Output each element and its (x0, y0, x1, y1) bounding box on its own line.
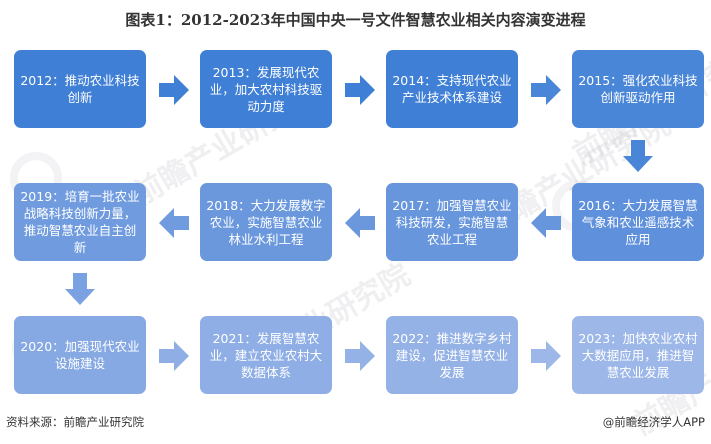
step-text: 2023：加快农业农村大数据应用，推进智慧农业发展 (578, 330, 698, 380)
credit-note: @前瞻经济学人APP (602, 415, 705, 429)
step-text: 2020：加强现代农业设施建设 (20, 339, 140, 371)
arrow-right-icon (159, 75, 189, 105)
step-text: 2021：发展智慧农业，建立农业农村大数据体系 (209, 330, 323, 380)
step-text: 2022：推进数字乡村建设，促进智慧农业发展 (392, 330, 512, 380)
arrow-left-icon (531, 208, 561, 238)
step-box-2021: 2021：发展智慧农业，建立农业农村大数据体系 (200, 316, 332, 394)
arrow-left-icon (159, 208, 189, 238)
arrow-right-icon (531, 75, 561, 105)
step-box-2013: 2013：发展现代农业，加大农村科技驱动力度 (200, 50, 332, 128)
arrow-right-icon (531, 341, 561, 371)
arrow-down-icon (65, 273, 95, 305)
step-text: 2015：强化农业科技创新驱动作用 (578, 73, 698, 105)
arrow-right-icon (345, 75, 375, 105)
step-text: 2019：培育一批农业战略科技创新力量，推动智慧农业自主创新 (20, 189, 140, 255)
step-text: 2018：大力发展数字农业，实施智慧农业林业水利工程 (206, 197, 326, 247)
step-box-2019: 2019：培育一批农业战略科技创新力量，推动智慧农业自主创新 (14, 183, 146, 261)
step-text: 2014：支持现代农业产业技术体系建设 (392, 73, 512, 105)
chart-title: 图表1：2012-2023年中国中央一号文件智慧农业相关内容演变进程 (125, 11, 586, 29)
step-text: 2017：加强智慧农业科技研发，实施智慧农业工程 (392, 197, 512, 247)
step-box-2015: 2015：强化农业科技创新驱动作用 (572, 50, 704, 128)
step-box-2020: 2020：加强现代农业设施建设 (14, 316, 146, 394)
arrow-right-icon (159, 341, 189, 371)
step-box-2012: 2012：推动农业科技创新 (14, 50, 146, 128)
step-text: 2012：推动农业科技创新 (20, 73, 140, 105)
step-box-2017: 2017：加强智慧农业科技研发，实施智慧农业工程 (386, 183, 518, 261)
step-box-2014: 2014：支持现代农业产业技术体系建设 (386, 50, 518, 128)
arrow-left-icon (345, 208, 375, 238)
step-box-2016: 2016：大力发展智慧气象和农业遥感技术应用 (572, 183, 704, 261)
arrow-down-icon (623, 140, 653, 172)
step-box-2022: 2022：推进数字乡村建设，促进智慧农业发展 (386, 316, 518, 394)
source-note: 资料来源：前瞻产业研究院 (6, 415, 144, 429)
step-box-2023: 2023：加快农业农村大数据应用，推进智慧农业发展 (572, 316, 704, 394)
step-text: 2013：发展现代农业，加大农村科技驱动力度 (209, 64, 323, 114)
step-box-2018: 2018：大力发展数字农业，实施智慧农业林业水利工程 (200, 183, 332, 261)
arrow-right-icon (345, 341, 375, 371)
step-text: 2016：大力发展智慧气象和农业遥感技术应用 (578, 197, 698, 247)
